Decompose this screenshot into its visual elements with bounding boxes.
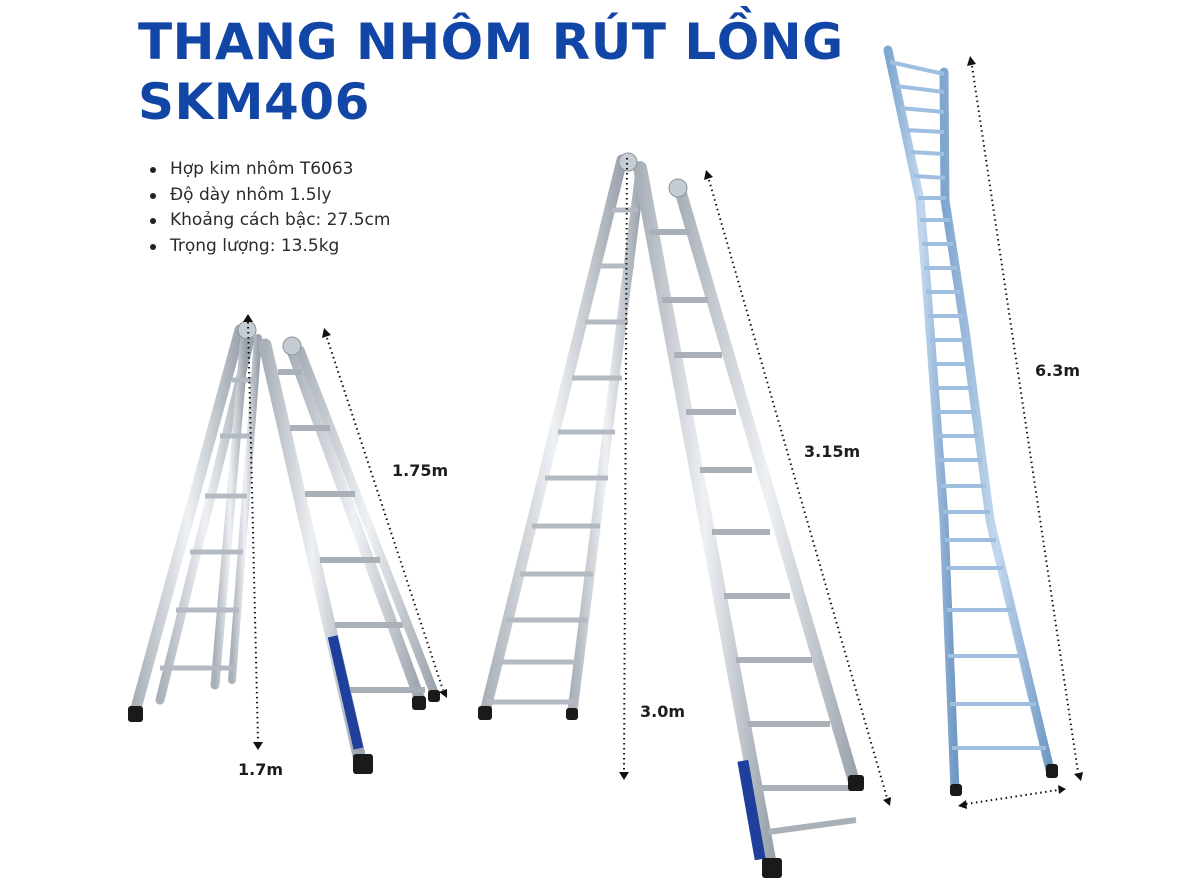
dimension-line-small-height bbox=[247, 321, 259, 743]
spec-item-weight: Trọng lượng: 13.5kg bbox=[146, 234, 390, 260]
straight-extension-ladder bbox=[883, 45, 1083, 809]
spec-item-alloy: Hợp kim nhôm T6063 bbox=[146, 157, 390, 183]
dimension-line-small-side bbox=[326, 337, 444, 691]
product-title: THANG NHÔM RÚT LỒNG SKM406 bbox=[138, 12, 844, 132]
dimension-label-large-side: 3.15m bbox=[804, 442, 861, 461]
dimension-label-small-side: 1.75m bbox=[392, 461, 449, 480]
title-line-1: THANG NHÔM RÚT LỒNG bbox=[138, 13, 844, 71]
spec-item-thickness: Độ dày nhôm 1.5ly bbox=[146, 183, 390, 209]
small-a-frame-ladder bbox=[128, 314, 447, 774]
large-a-frame-ladder bbox=[478, 152, 891, 878]
dimension-line-large-side bbox=[708, 179, 888, 799]
dimension-label-large-height: 3.0m bbox=[640, 702, 686, 721]
dimension-line-straight-width bbox=[965, 789, 1059, 805]
spec-item-step-spacing: Khoảng cách bậc: 27.5cm bbox=[146, 208, 390, 234]
dimension-label-small-height: 1.7m bbox=[238, 760, 284, 779]
dimension-label-straight-length: 6.3m bbox=[1035, 361, 1081, 380]
spec-list: Hợp kim nhôm T6063 Độ dày nhôm 1.5ly Kho… bbox=[146, 157, 390, 259]
title-line-2: SKM406 bbox=[138, 73, 370, 131]
